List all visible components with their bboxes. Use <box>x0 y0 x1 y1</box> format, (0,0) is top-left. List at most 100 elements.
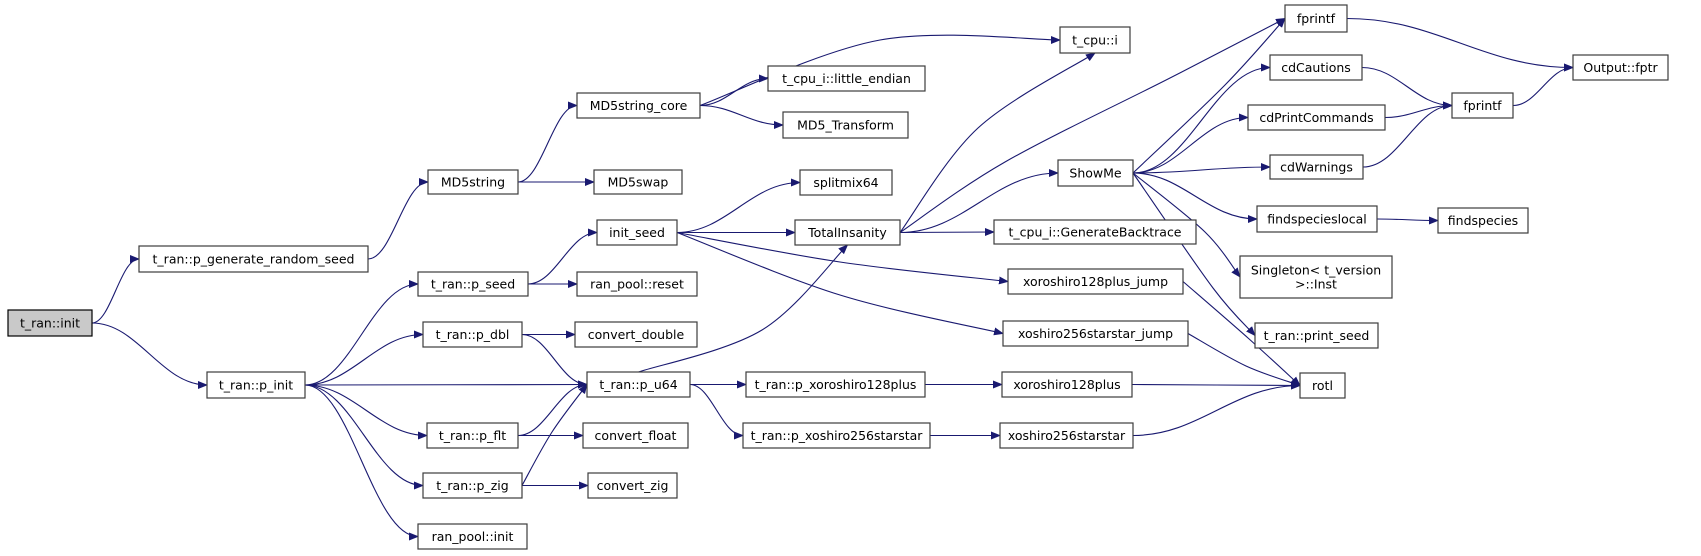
node-box-pu64[interactable] <box>586 371 691 398</box>
node-label-convzig: convert_zig <box>597 478 669 493</box>
node-ranpoolinit[interactable]: ran_pool::init <box>417 523 528 550</box>
edge-pzig-to-pu64 <box>521 383 588 486</box>
node-box-md5string[interactable] <box>427 169 519 195</box>
node-x128jump[interactable]: xoroshiro128plus_jump <box>1007 268 1184 295</box>
node-pxosh[interactable]: t_ran::p_xoshiro256starstar <box>742 422 931 449</box>
node-box-genbacktrace[interactable] <box>993 219 1197 245</box>
node-pflt[interactable]: t_ran::p_flt <box>426 422 519 449</box>
edge-xoro128-to-rotl <box>1131 381 1301 390</box>
edge-pflt-to-pu64 <box>517 380 588 437</box>
node-convfloat[interactable]: convert_float <box>582 422 689 449</box>
node-box-totalinsanity[interactable] <box>794 219 901 246</box>
node-box-convzig[interactable] <box>587 472 678 499</box>
node-box-xoro128[interactable] <box>1001 371 1133 398</box>
node-showme[interactable]: ShowMe <box>1057 159 1134 187</box>
node-box-pxosh[interactable] <box>742 422 931 449</box>
node-pxoro[interactable]: t_ran::p_xoroshiro128plus <box>745 371 926 398</box>
node-pseed[interactable]: t_ran::p_seed <box>417 271 529 297</box>
node-box-ranpoolinit[interactable] <box>417 523 528 550</box>
node-box-pinit[interactable] <box>206 371 306 399</box>
node-md5string[interactable]: MD5string <box>427 169 519 195</box>
node-box-convfloat[interactable] <box>582 422 689 449</box>
edge-x128jump-to-rotl <box>1182 281 1301 387</box>
node-cdwarnings[interactable]: cdWarnings <box>1269 154 1364 180</box>
node-box-pxoro[interactable] <box>745 371 926 398</box>
node-box-printseed[interactable] <box>1254 322 1379 349</box>
edge-pinit-to-pzig <box>304 384 424 490</box>
node-fprintf1[interactable]: fprintf <box>1284 4 1348 33</box>
node-totalinsanity[interactable]: TotalInsanity <box>794 219 901 246</box>
node-box-md5core[interactable] <box>576 92 701 119</box>
edge-cdcautions-to-fprintf2 <box>1361 66 1453 110</box>
node-box-cdprintcmds[interactable] <box>1247 104 1386 131</box>
edge-init-to-pinit <box>91 322 208 389</box>
node-md5core[interactable]: MD5string_core <box>576 92 701 119</box>
node-box-convdouble[interactable] <box>574 321 698 348</box>
node-box-pflt[interactable] <box>426 422 519 449</box>
node-box-fspecies[interactable] <box>1437 207 1529 234</box>
node-fprintf2[interactable]: fprintf <box>1451 92 1514 119</box>
edge-totalinsanity-to-showme <box>899 169 1059 234</box>
edge-md5string-to-md5core <box>517 101 578 183</box>
node-box-tcpui[interactable] <box>1059 26 1131 54</box>
node-pzig[interactable]: t_ran::p_zig <box>422 472 523 499</box>
node-genbacktrace[interactable]: t_cpu_i::GenerateBacktrace <box>993 219 1197 245</box>
edge-showme-to-cdwarnings <box>1132 163 1271 174</box>
node-box-cdwarnings[interactable] <box>1269 154 1364 180</box>
node-box-splitmix64[interactable] <box>799 169 893 196</box>
node-box-pseed[interactable] <box>417 271 529 297</box>
node-ranpoolreset[interactable]: ran_pool::reset <box>576 271 698 297</box>
node-box-rotl[interactable] <box>1299 372 1346 399</box>
node-tcpui[interactable]: t_cpu::i <box>1059 26 1131 54</box>
node-label-cdcautions: cdCautions <box>1281 60 1351 75</box>
node-fspecies[interactable]: findspecies <box>1437 207 1529 234</box>
node-box-fprintf1[interactable] <box>1284 4 1348 33</box>
node-cdprintcmds[interactable]: cdPrintCommands <box>1247 104 1386 131</box>
edge-fprintf1-to-outputfptr <box>1346 17 1574 72</box>
node-md5swap[interactable]: MD5swap <box>593 169 683 195</box>
node-outputfptr[interactable]: Output::fptr <box>1572 54 1669 81</box>
node-box-md5transform[interactable] <box>782 111 909 139</box>
edge-initseed-to-x128jump <box>676 231 1009 285</box>
edge-initseed-to-splitmix64 <box>676 178 801 234</box>
node-xoro128[interactable]: xoroshiro128plus <box>1001 371 1133 398</box>
node-pgrs[interactable]: t_ran::p_generate_random_seed <box>138 245 369 273</box>
node-pu64[interactable]: t_ran::p_u64 <box>586 371 691 398</box>
node-box-init[interactable] <box>7 309 93 337</box>
node-initseed[interactable]: init_seed <box>596 219 678 246</box>
node-singleton[interactable]: Singleton< t_version>::Inst <box>1239 255 1393 299</box>
node-pinit[interactable]: t_ran::p_init <box>206 371 306 399</box>
node-box-outputfptr[interactable] <box>1572 54 1669 81</box>
node-box-little_endian[interactable] <box>767 65 926 92</box>
node-md5transform[interactable]: MD5_Transform <box>782 111 909 139</box>
edge-fprintf2-to-outputfptr <box>1512 63 1574 107</box>
node-box-fspecieslocal[interactable] <box>1256 205 1378 233</box>
node-box-xosh256[interactable] <box>999 422 1134 449</box>
node-little_endian[interactable]: t_cpu_i::little_endian <box>767 65 926 92</box>
node-xosh256[interactable]: xoshiro256starstar <box>999 422 1134 449</box>
node-box-pdbl[interactable] <box>422 321 523 348</box>
node-box-md5swap[interactable] <box>593 169 683 195</box>
node-box-pzig[interactable] <box>422 472 523 499</box>
node-x256jump[interactable]: xoshiro256starstar_jump <box>1002 320 1189 347</box>
node-box-initseed[interactable] <box>596 219 678 246</box>
node-rotl[interactable]: rotl <box>1299 372 1346 399</box>
node-box-showme[interactable] <box>1057 159 1134 187</box>
node-box-x256jump[interactable] <box>1002 320 1189 347</box>
node-box-fprintf2[interactable] <box>1451 92 1514 119</box>
edge-showme-to-fspecieslocal <box>1132 172 1258 223</box>
node-cdcautions[interactable]: cdCautions <box>1269 54 1363 81</box>
node-label-showme: ShowMe <box>1069 166 1122 181</box>
node-box-pgrs[interactable] <box>138 245 369 273</box>
node-pdbl[interactable]: t_ran::p_dbl <box>422 321 523 348</box>
node-fspecieslocal[interactable]: findspecieslocal <box>1256 205 1378 233</box>
node-box-cdcautions[interactable] <box>1269 54 1363 81</box>
node-box-ranpoolreset[interactable] <box>576 271 698 297</box>
node-convdouble[interactable]: convert_double <box>574 321 698 348</box>
node-splitmix64[interactable]: splitmix64 <box>799 169 893 196</box>
node-box-singleton[interactable] <box>1239 255 1393 299</box>
node-printseed[interactable]: t_ran::print_seed <box>1254 322 1379 349</box>
node-convzig[interactable]: convert_zig <box>587 472 678 499</box>
node-init[interactable]: t_ran::init <box>7 309 93 337</box>
node-box-x128jump[interactable] <box>1007 268 1184 295</box>
